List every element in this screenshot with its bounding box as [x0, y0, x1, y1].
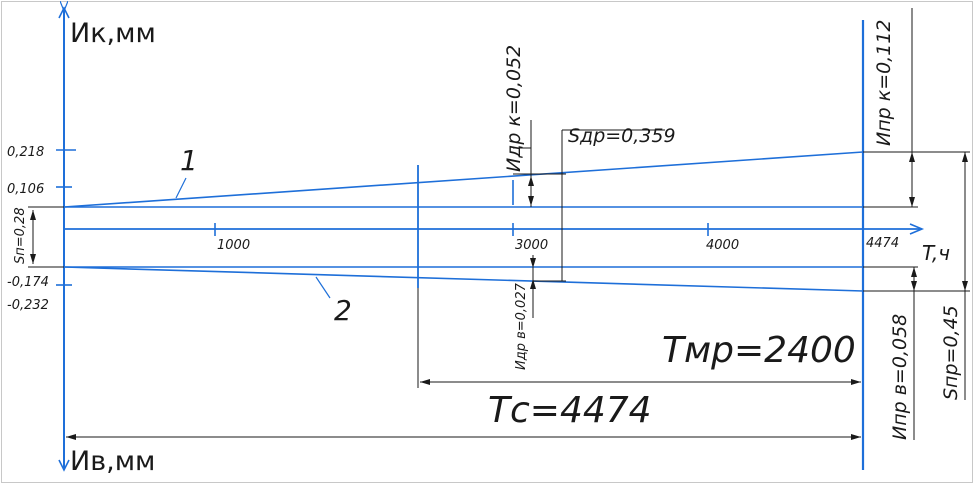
spr-arrow-top	[962, 152, 968, 162]
ipr-v-arrow-2	[911, 281, 917, 291]
x-tick-label-4000: 4000	[706, 238, 739, 253]
x-tick-label-1000: 1000	[217, 238, 250, 253]
wear-line-2-label: 2	[334, 294, 352, 327]
time-axis-arrow	[909, 223, 925, 235]
spr-annotation: Sпр=0,45	[940, 305, 962, 400]
sdp-annotation: Sдр=0,359	[568, 125, 676, 147]
idp-k-arrow-2	[528, 196, 534, 206]
idp-k-arrow	[528, 176, 534, 186]
ipr-k-arrow-2	[909, 152, 915, 162]
sn-annotation: Sп=0,28	[13, 207, 28, 264]
y-tick-label-0106: 0,106	[7, 182, 44, 197]
ipr-v-arrow	[911, 267, 917, 277]
tc-annotation: Tс=4474	[488, 390, 652, 431]
y-tick-label-0174: -0,174	[7, 275, 49, 290]
idp-v-arrow-2	[530, 279, 536, 289]
wear-line-1-label: 1	[180, 144, 198, 177]
x-tick-label-4474: 4474	[866, 236, 899, 251]
y-axis-bottom-label: Ив,мм	[70, 446, 155, 477]
wear-line-2	[63, 266, 864, 292]
ipr-k-arrow	[909, 197, 915, 207]
idp-v-annotation: Идр в=0,027	[514, 282, 529, 370]
idp-k-annotation: Идр к=0,052	[503, 45, 525, 172]
ipr-k-annotation: Ипр к=0,112	[873, 19, 895, 146]
x-tick-label-3000: 3000	[515, 238, 548, 253]
wear-line-1	[63, 151, 864, 208]
tmp-annotation: Tмр=2400	[662, 330, 856, 371]
y-tick-label-0232: -0,232	[7, 298, 49, 313]
x-axis-label: T,ч	[922, 241, 950, 265]
y-axis-arrow-bottom	[58, 459, 70, 472]
y-axis-top-label: Ик,мм	[70, 18, 156, 49]
idp-v-arrow	[530, 258, 536, 268]
ipr-v-annotation: Ипр в=0,058	[889, 314, 911, 440]
line-2-leader	[315, 276, 331, 299]
y-tick-label-0218: 0,218	[7, 145, 44, 160]
y-axis-arrow-top	[58, 6, 70, 19]
spr-arrow-bottom	[962, 281, 968, 291]
line-1-leader	[175, 177, 187, 199]
